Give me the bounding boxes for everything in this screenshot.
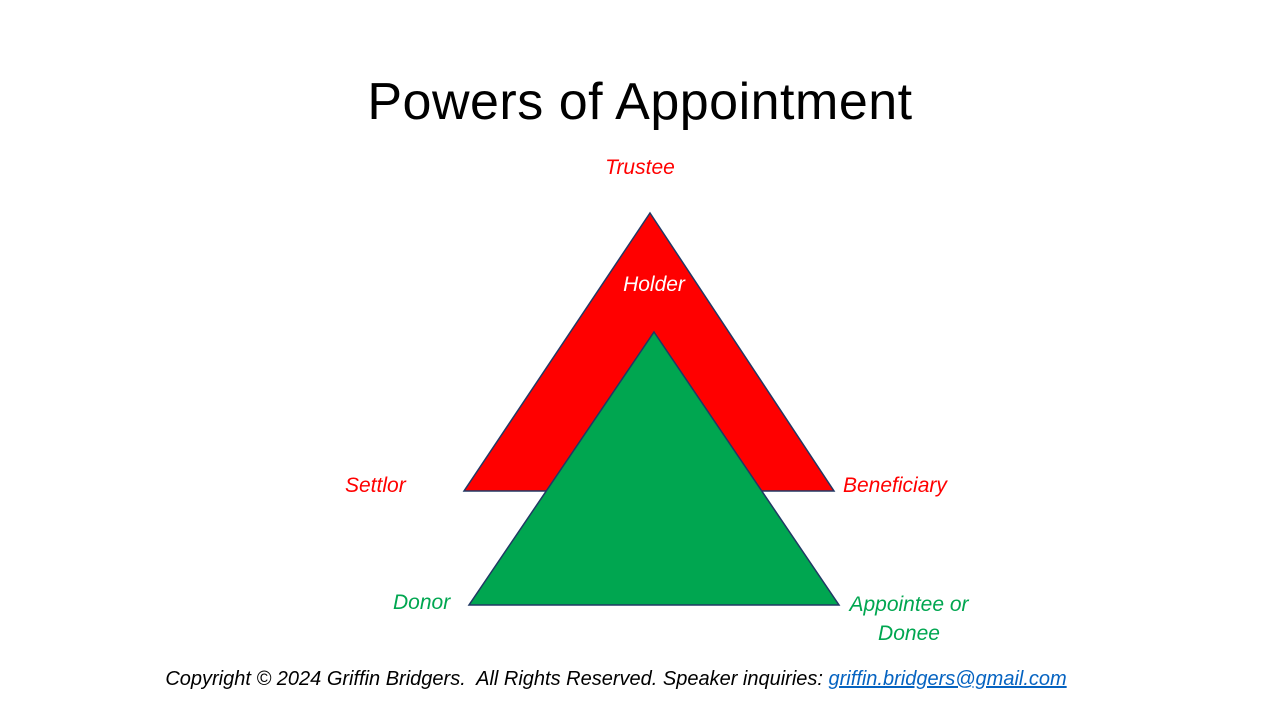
appointee-donee-label: Appointee or Donee: [843, 590, 975, 649]
appointee-label-line1: Appointee or: [849, 593, 969, 616]
power-triangle-green: [467, 330, 841, 606]
donee-label-line2: Donee: [878, 622, 940, 646]
donor-label: Donor: [393, 591, 451, 614]
slide-title: Powers of Appointment: [367, 73, 913, 131]
trustee-label: Trustee: [605, 156, 675, 179]
speaker-email-link[interactable]: griffin.bridgers@gmail.com: [828, 668, 1067, 690]
beneficiary-label: Beneficiary: [843, 474, 947, 497]
copyright-text: Copyright © 2024 Griffin Bridgers. All R…: [165, 668, 829, 690]
copyright-footer: Copyright © 2024 Griffin Bridgers. All R…: [0, 668, 1256, 691]
holder-label: Holder: [623, 273, 685, 296]
settlor-label: Settlor: [345, 474, 406, 497]
